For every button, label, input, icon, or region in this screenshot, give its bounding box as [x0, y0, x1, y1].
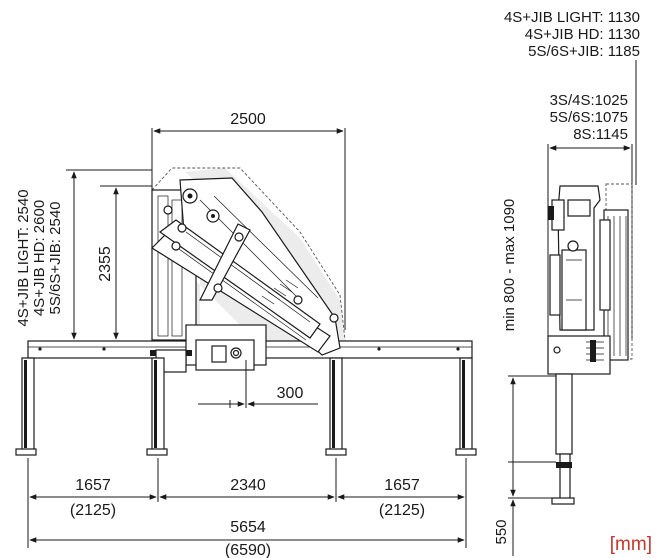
jib-height-label-1: 4S+JIB LIGHT: 2540 [15, 189, 32, 326]
dim-left-outrigger: 1657 [75, 477, 111, 494]
dim-reach-width: 2500 [230, 111, 266, 128]
base-width-label-1: 3S/4S:1025 [550, 92, 628, 109]
rear-stabilizer-leg [551, 373, 575, 505]
outrigger-leg-left [15, 357, 37, 456]
dim-total-alt: (6590) [225, 542, 271, 558]
unit-label: [mm] [610, 534, 652, 555]
base-width-label-3: 8S:1145 [573, 126, 628, 143]
dim-offset: 300 [277, 385, 304, 402]
jib-height-label-3: 5S/6S+JIB: 2540 [47, 202, 64, 315]
base-height-label: 550 [493, 519, 510, 544]
stabilizer-range-label: min 800 - max 1090 [501, 199, 518, 332]
dim-total: 5654 [230, 519, 266, 536]
top-width-label-3: 5S/6S+JIB: 1185 [528, 43, 640, 60]
top-width-label-2: 4S+JIB HD: 1130 [525, 26, 640, 43]
rear-view: 4S+JIB LIGHT: 1130 4S+JIB HD: 1130 5S/6S… [493, 9, 640, 556]
dim-center: 2340 [230, 477, 266, 494]
dim-left-outrigger-alt: (2125) [70, 502, 116, 519]
dim-height: 2355 [97, 246, 114, 282]
lift-cylinder [199, 223, 251, 301]
base-width-label-2: 5S/6S:1075 [550, 109, 628, 126]
side-view: 2500 2355 4S+JIB LIGHT: 2540 4S+JIB HD: … [15, 111, 477, 558]
jib-envelope [605, 183, 633, 360]
outrigger-leg-right [455, 357, 477, 456]
dim-right-outrigger-alt: (2125) [379, 502, 425, 519]
outrigger-leg-inner-left [146, 357, 168, 456]
jib-height-label-2: 4S+JIB HD: 2600 [31, 200, 48, 316]
boom-envelope-outline [151, 167, 346, 341]
dim-right-outrigger: 1657 [384, 477, 420, 494]
outrigger-leg-inner-right [325, 357, 347, 456]
top-width-label-1: 4S+JIB LIGHT: 1130 [504, 9, 640, 26]
